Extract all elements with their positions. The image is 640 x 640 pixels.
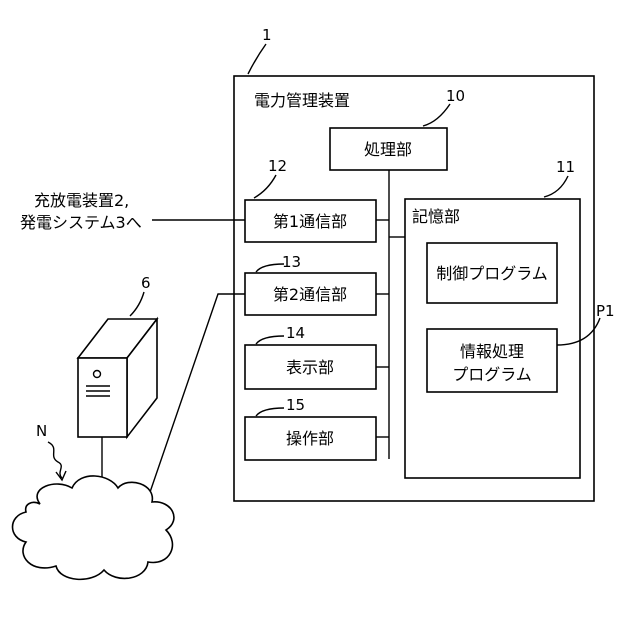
device-ref: 1 <box>262 26 272 44</box>
server-ref: 6 <box>141 274 151 292</box>
external-label-line2: 発電システム3へ <box>20 213 142 232</box>
display-label: 表示部 <box>286 358 334 377</box>
operation-ref: 15 <box>286 396 305 414</box>
info-program-label-line2: プログラム <box>452 365 532 384</box>
display-ref: 14 <box>286 324 305 342</box>
comm1-label: 第1通信部 <box>273 212 347 231</box>
info-program-ref: P1 <box>596 302 615 320</box>
device-ref-leader <box>248 44 266 74</box>
comm2-network-line <box>148 294 245 498</box>
network-ref: N <box>36 422 47 440</box>
processor-ref: 10 <box>446 87 465 105</box>
server-icon <box>78 319 157 437</box>
operation-label: 操作部 <box>286 429 334 448</box>
comm2-label: 第2通信部 <box>273 285 347 304</box>
device-title: 電力管理装置 <box>254 91 350 110</box>
control-program-label: 制御プログラム <box>436 264 548 283</box>
storage-ref: 11 <box>556 158 575 176</box>
processor-label: 処理部 <box>364 140 412 159</box>
external-label-line1: 充放電装置2, <box>34 191 129 210</box>
storage-label: 記憶部 <box>412 207 460 226</box>
network-ref-squiggle <box>48 442 62 478</box>
network-cloud-icon <box>13 476 174 579</box>
server-ref-leader <box>130 292 144 316</box>
info-program-label-line1: 情報処理 <box>460 342 524 361</box>
comm1-ref: 12 <box>268 157 287 175</box>
comm2-ref: 13 <box>282 253 301 271</box>
